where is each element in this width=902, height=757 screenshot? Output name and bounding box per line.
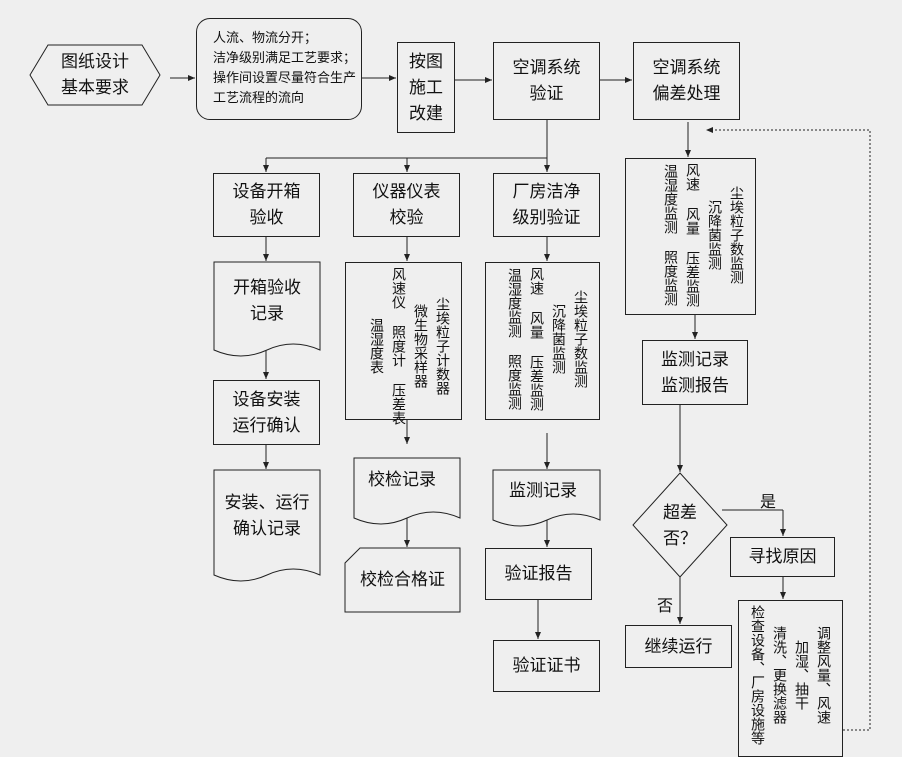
continue-box: 继续运行 xyxy=(625,625,732,668)
calib-certificate: 校检合格证 xyxy=(360,570,445,590)
decision-label: 超差 否？ xyxy=(663,503,697,549)
no-label: 否 xyxy=(657,596,674,615)
doc-shape-unbox xyxy=(213,261,321,357)
validation-box: 空调系统 验证 xyxy=(493,42,600,120)
cleanroom-box: 厂房洁净 级别验证 xyxy=(493,173,600,237)
monitor-report-box: 监测记录 监测报告 xyxy=(642,340,748,405)
calib-record: 校检记录 xyxy=(368,470,436,490)
doc-shape-calib xyxy=(353,457,461,525)
yes-label: 是 xyxy=(760,492,777,511)
instrument-list-box: 尘埃粒子计数器 微生物采样器 风速仪 照度计 压差表 温湿度表 xyxy=(345,262,462,425)
instrument-box: 仪器仪表 校验 xyxy=(353,173,460,237)
validation-report-box: 验证报告 xyxy=(485,548,592,600)
card-shape-cert xyxy=(344,547,461,613)
unbox-record: 开箱验收 记录 xyxy=(233,278,301,324)
deviation-box: 空调系统 偏差处理 xyxy=(633,42,740,120)
equipment-box: 设备开箱 验收 xyxy=(213,173,320,237)
validation-certificate-box: 验证证书 xyxy=(493,640,600,692)
find-cause-box: 寻找原因 xyxy=(730,537,835,577)
start-hexagon xyxy=(29,44,161,106)
monitor-record: 监测记录 xyxy=(509,481,577,501)
requirements-box: 人流、物流分开； 洁净级别满足工艺要求； 操作间设置尽量符合生产 工艺流程的流向 xyxy=(196,18,362,120)
cleanroom-list-box: 尘埃粒子数监测 沉降菌监测 风速 风量 压差监测 温湿度监测 照度监测 xyxy=(485,262,600,420)
install-record: 安装、运行 确认记录 xyxy=(224,493,310,539)
construction-box: 按图 施工 改建 xyxy=(397,42,455,133)
install-confirm-box: 设备安装 运行确认 xyxy=(213,380,320,445)
actions-box: 调整风量、风速 加湿、抽干 清洗、更换滤器 检查设备、厂房设施等 xyxy=(738,600,843,757)
doc-shape-monitor xyxy=(492,469,601,527)
start-node: 图纸设计 基本要求 xyxy=(61,52,129,98)
doc-shape-install xyxy=(213,469,321,582)
deviation-list-box: 尘埃粒子数监测 沉降菌监测 风速 风量 压差监测 温湿度监测 照度监测 xyxy=(625,158,756,315)
